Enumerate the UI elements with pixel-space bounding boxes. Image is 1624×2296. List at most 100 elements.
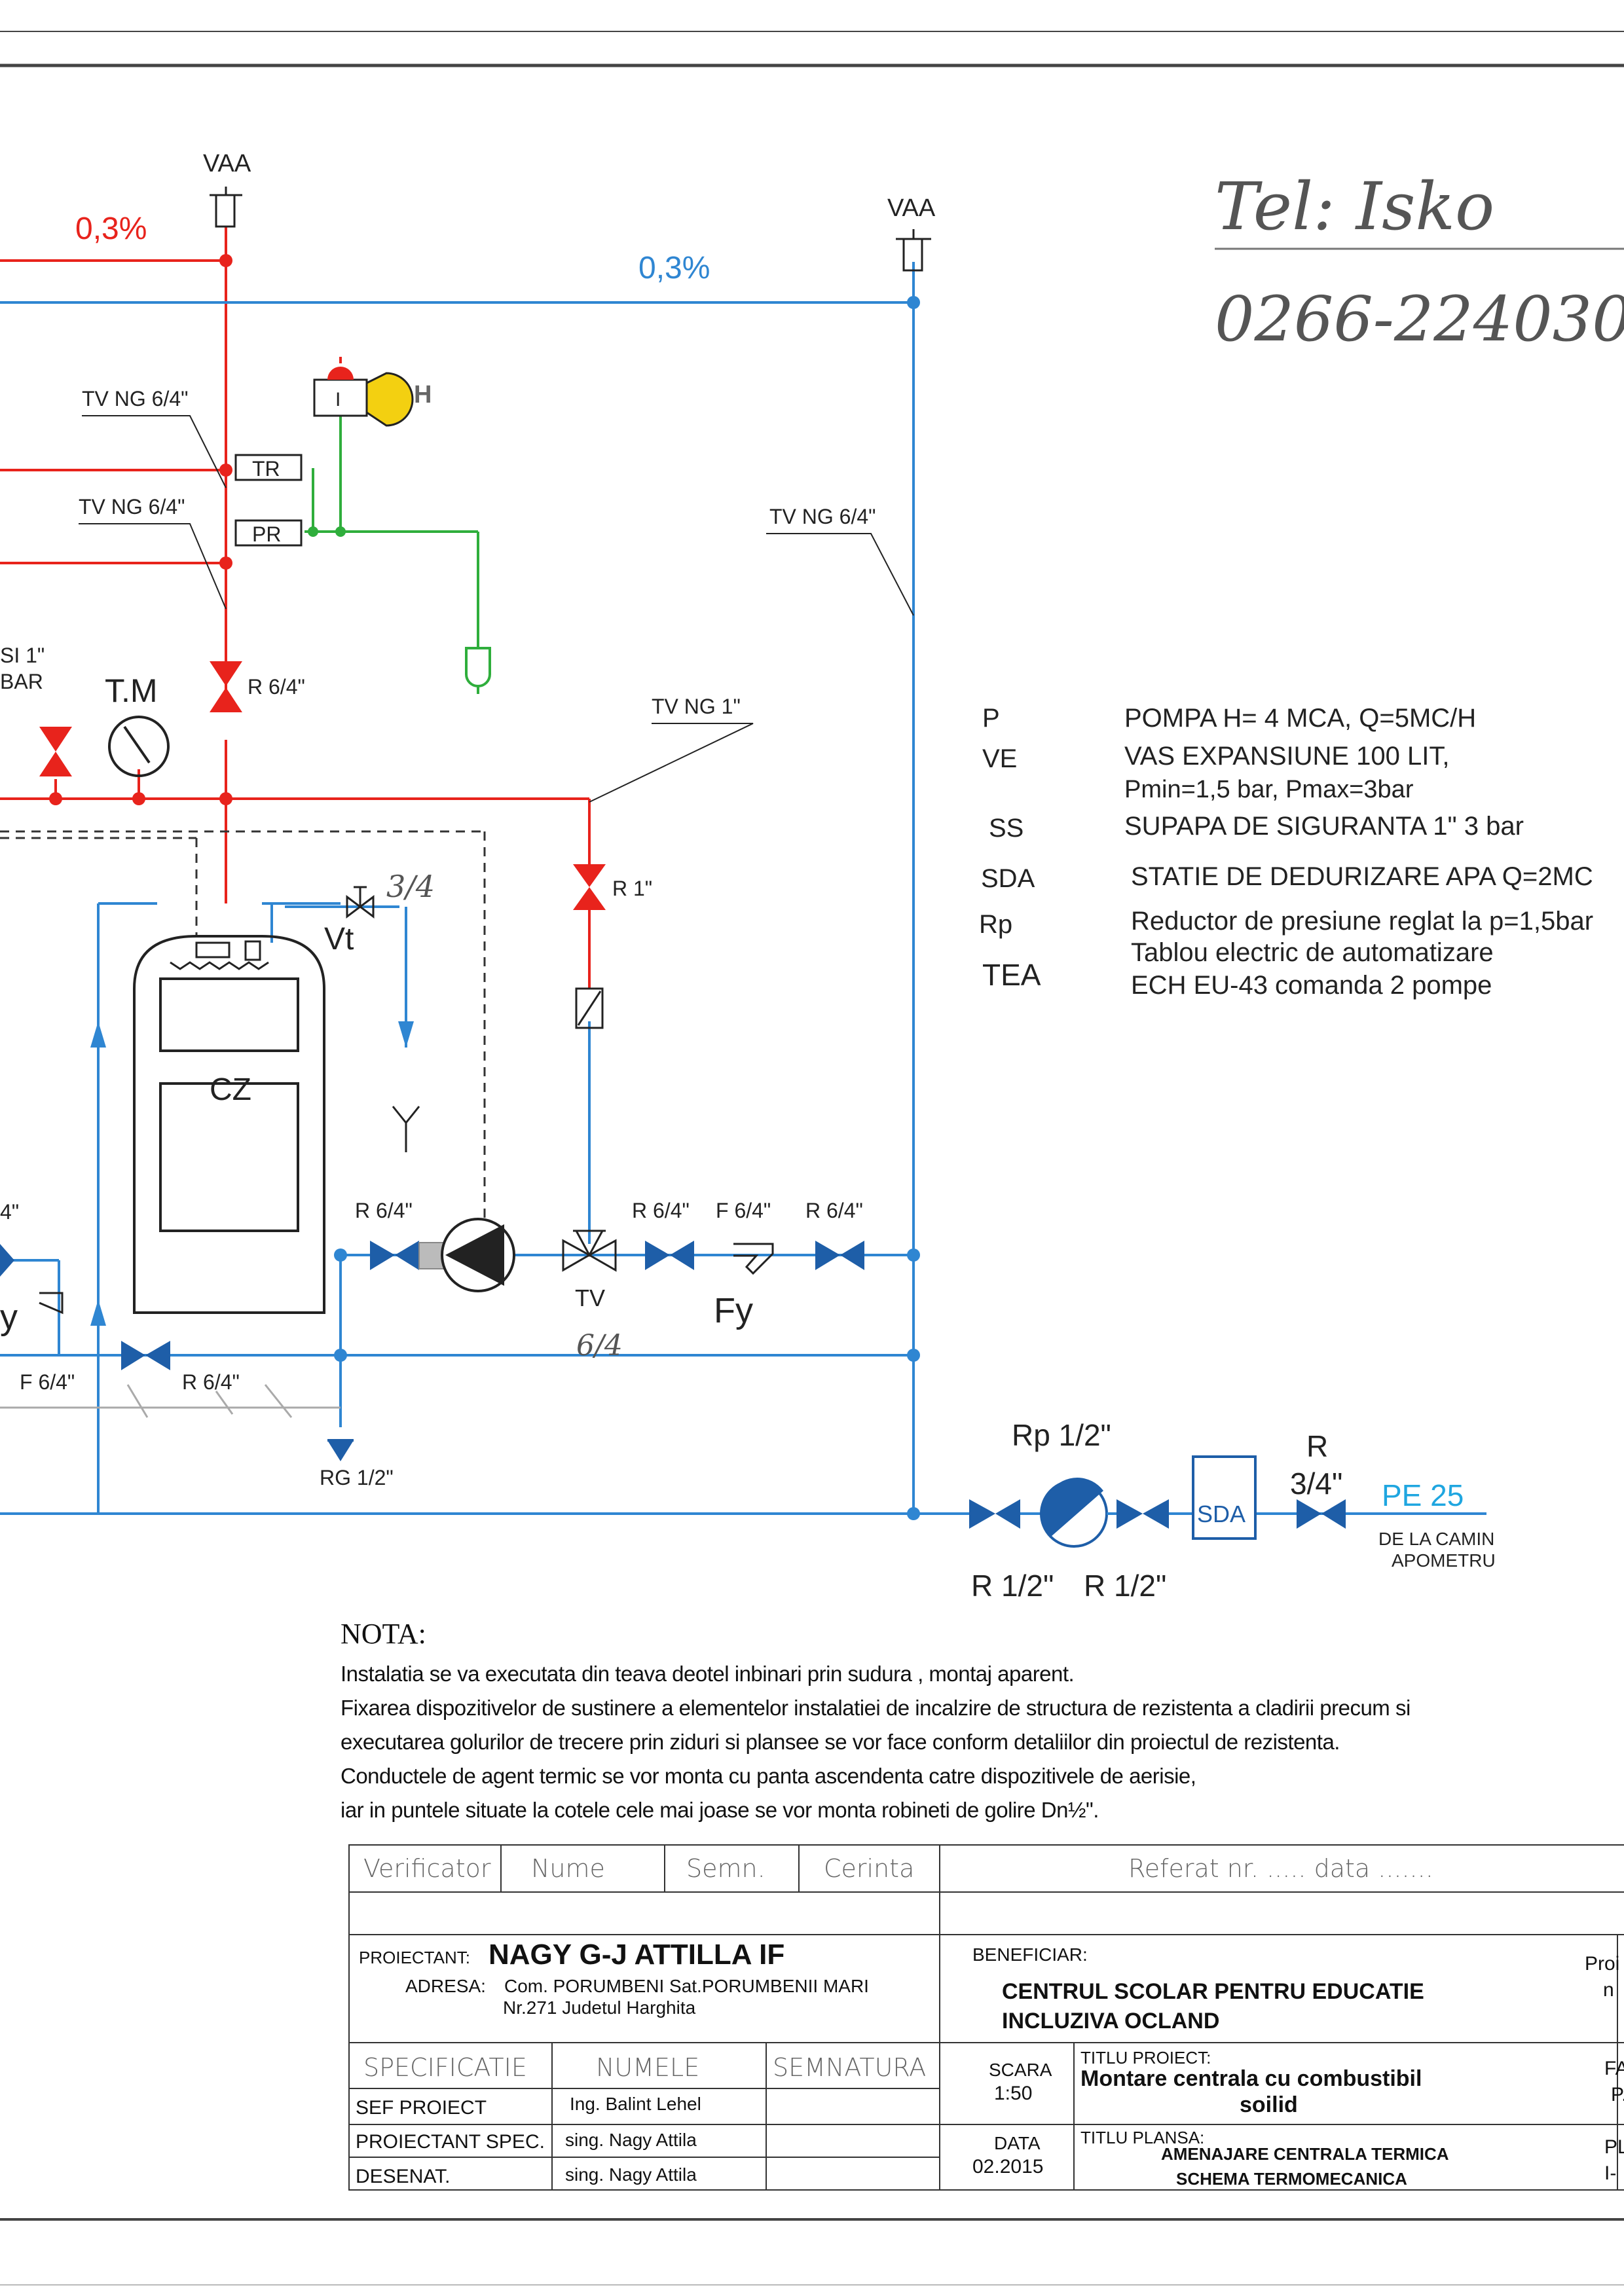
left-strainer-icon xyxy=(39,1292,64,1315)
drain-valve-rg-icon xyxy=(327,1439,354,1461)
legend-text-ve: VAS EXPANSIUNE 100 LIT, xyxy=(1124,742,1450,771)
blue-valve-r64-b-icon xyxy=(645,1241,694,1270)
left-valve-cut-icon xyxy=(0,1244,14,1277)
air-vent-left-icon xyxy=(210,187,242,228)
blue-valve-r64-d-icon xyxy=(121,1341,170,1370)
rp12-label: Rp 1/2" xyxy=(1012,1418,1111,1452)
proiectant-label: PROIECTANT: xyxy=(359,1948,470,1967)
scara-value: 1:50 xyxy=(994,2083,1033,2104)
referat-header: Referat nr. ..... data ....... xyxy=(1128,1854,1433,1883)
vaa-right-label: VAA xyxy=(887,194,936,222)
blue-valve-r64-c-icon xyxy=(815,1241,864,1270)
sheet-frame xyxy=(0,31,1624,2286)
leader-lines xyxy=(79,415,914,803)
red-valve-r1-icon xyxy=(573,864,606,910)
nota-line-1: Instalatia se va executata din teava deo… xyxy=(341,1662,1075,1686)
handwritten-tel-label: Tel: Isko xyxy=(1215,168,1494,245)
titlu-proiect-line-2: soilid xyxy=(1240,2092,1298,2117)
rg-label: RG 1/2" xyxy=(320,1466,394,1489)
semnatura-header: SEMNATURA xyxy=(773,2053,927,2082)
legend-code-p: P xyxy=(982,704,1000,733)
nota-line-2: Fixarea dispozitivelor de sustinere a el… xyxy=(341,1696,1411,1720)
handwritten-tel-number: 0266-224030 xyxy=(1215,283,1624,355)
alarm-horn-icon xyxy=(313,357,414,427)
titlu-plansa-line-2: SCHEMA TERMOMECANICA xyxy=(1176,2169,1407,2189)
adresa-line-1: Com. PORUMBENI Sat.PORUMBENII MARI xyxy=(504,1976,869,1996)
data-value: 02.2015 xyxy=(972,2156,1044,2178)
handwritten-note-3-4: 3/4 xyxy=(386,869,435,904)
cerinta-header: Cerinta xyxy=(824,1854,915,1883)
tv-ng-label-2: TV NG 6/4" xyxy=(79,495,185,519)
r64-a-label: R 6/4" xyxy=(355,1199,413,1222)
si-label: SI 1" xyxy=(0,644,45,667)
nota-line-4: Conductele de agent termic se vor monta … xyxy=(341,1764,1196,1788)
fy-b-label: y xyxy=(0,1298,18,1337)
tv-label: TV xyxy=(575,1285,605,1311)
adresa-line-2: Nr.271 Judetul Harghita xyxy=(503,1997,696,2018)
tr-label: TR xyxy=(252,457,280,481)
adresa-label: ADRESA: xyxy=(405,1976,486,1996)
fy-a-label: Fy xyxy=(714,1291,753,1330)
title-block-grid xyxy=(348,1844,1624,2191)
blue-valve-r12-b-icon xyxy=(1116,1499,1169,1529)
tv-ng-label-4: TV NG 1" xyxy=(652,695,741,718)
nume-header: Nume xyxy=(531,1854,605,1883)
pr-box xyxy=(234,519,303,547)
legend-text-ss: SUPAPA DE SIGURANTA 1" 3 bar xyxy=(1124,812,1524,841)
proiectant-name: NAGY G-J ATTILLA IF xyxy=(489,1939,785,1971)
legend-code-sda: SDA xyxy=(981,864,1035,893)
camin-label-1: DE LA CAMIN xyxy=(1378,1529,1494,1549)
proiectant-spec-name: sing. Nagy Attila xyxy=(565,2130,697,2150)
titlu-proiect-label: TITLU PROIECT: xyxy=(1080,2048,1211,2068)
blue-valve-r34-icon xyxy=(1297,1499,1346,1529)
equipment-legend: P POMPA H= 4 MCA, Q=5MC/H VE VAS EXPANSI… xyxy=(979,704,1593,1000)
r64-d-label: R 6/4" xyxy=(182,1370,240,1394)
handwritten-phone-note: Tel: Isko 0266-224030 xyxy=(1215,168,1624,355)
proiect-cut-1: Proi xyxy=(1585,1953,1620,1975)
air-vent-right-icon xyxy=(896,229,931,272)
sda-box xyxy=(1192,1455,1257,1540)
tv-ng-label-1: TV NG 6/4" xyxy=(82,387,189,410)
three-way-valve-tv-icon xyxy=(562,1230,617,1272)
sef-proiect-label: SEF PROIECT xyxy=(356,2097,487,2119)
f64-a-label: F 6/4" xyxy=(716,1199,771,1222)
r64-top-label: R 6/4" xyxy=(248,675,305,699)
sef-proiect-name: Ing. Balint Lehel xyxy=(570,2094,701,2114)
flow-arrow-down xyxy=(398,1021,414,1048)
beneficiar-label: BENEFICIAR: xyxy=(972,1944,1088,1965)
numele-header: NUMELE xyxy=(596,2053,700,2082)
camin-label-2: APOMETRU xyxy=(1392,1550,1496,1571)
tm-label: T.M xyxy=(105,672,158,709)
red-valve-r64-icon xyxy=(210,661,242,712)
specificatie-header: SPECIFICATIE xyxy=(363,2053,527,2082)
legend-text-tea-2: ECH EU-43 comanda 2 pompe xyxy=(1131,971,1492,1000)
beneficiar-line-1: CENTRUL SCOLAR PENTRU EDUCATIE xyxy=(1002,1979,1424,2004)
cz-label: CZ xyxy=(210,1072,251,1107)
r34-r-label: R xyxy=(1306,1429,1328,1463)
drain-funnel-icon xyxy=(392,1106,420,1152)
vaa-left-label: VAA xyxy=(203,150,251,177)
tr-box xyxy=(234,454,303,481)
legend-code-rp: Rp xyxy=(979,910,1012,939)
tv-ng-label-3: TV NG 6/4" xyxy=(769,505,876,528)
flow-arrow-up xyxy=(90,1021,106,1048)
r12-a-label: R 1/2" xyxy=(971,1569,1054,1603)
slope-blue-label: 0,3% xyxy=(638,251,710,285)
f64-b-label: F 6/4" xyxy=(20,1370,75,1394)
blue-valve-r64-a-icon xyxy=(370,1241,419,1270)
desenat-name: sing. Nagy Attila xyxy=(565,2164,697,2185)
slope-red-label: 0,3% xyxy=(75,211,147,246)
titlu-plansa-label: TITLU PLANSA: xyxy=(1080,2128,1205,2147)
vt-label: Vt xyxy=(324,922,354,957)
boiler-cz xyxy=(133,935,325,1314)
nota-section: NOTA: Instalatia se va executata din tea… xyxy=(341,1617,1552,1827)
scara-label: SCARA xyxy=(989,2060,1052,2080)
data-label: DATA xyxy=(994,2133,1041,2153)
legend-code-ve: VE xyxy=(982,744,1017,773)
beneficiar-line-2: INCLUZIVA OCLAND xyxy=(1002,2009,1220,2033)
r12-b-label: R 1/2" xyxy=(1084,1569,1166,1603)
faza-cut-2: P. xyxy=(1611,2084,1624,2105)
nota-line-3: executarea golurilor de trecere prin zid… xyxy=(341,1730,1340,1754)
si-bar-label: BAR xyxy=(0,670,43,693)
title-block: Verificator Nume Semn. Cerinta Referat n… xyxy=(349,1845,1624,2190)
